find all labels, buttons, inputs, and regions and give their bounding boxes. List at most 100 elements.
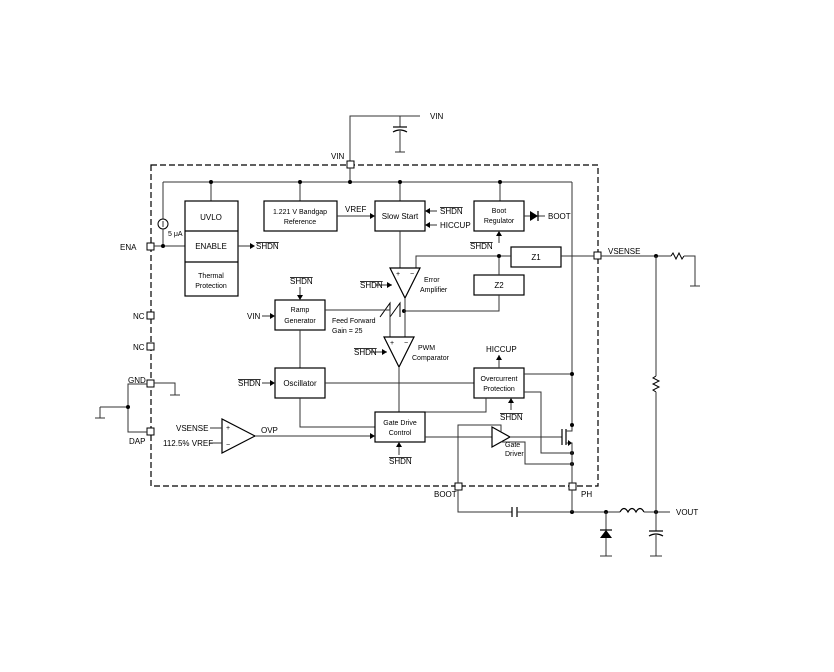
- ph-pin: [568, 482, 577, 491]
- arrow-icon: [250, 243, 255, 249]
- ovp-comparator: [221, 418, 257, 454]
- current-5ua-label: 5 μA: [168, 231, 183, 238]
- ph-pin-label: PH: [581, 490, 592, 499]
- ocp-shdn-label: SHDN: [500, 413, 523, 422]
- ovp-plus: +: [226, 425, 230, 432]
- thermal-label-2: Protection: [195, 283, 227, 290]
- arrow-icon: [370, 213, 375, 219]
- arrow-icon: [496, 231, 502, 236]
- boot-reg-label-2: Regulator: [484, 218, 515, 225]
- bandgap-label-2: Reference: [284, 219, 316, 226]
- boot-pin-label: BOOT: [434, 490, 457, 499]
- nc-pin-2: [146, 342, 155, 351]
- arrow-icon: [425, 222, 430, 228]
- vin-ext-label: VIN: [430, 112, 444, 121]
- vref-label: VREF: [345, 205, 366, 214]
- arrow-icon: [496, 355, 502, 360]
- vsense-pin: [593, 251, 602, 260]
- z1-label: Z1: [531, 253, 541, 262]
- pwm-minus: −: [404, 340, 408, 347]
- arrow-icon: [370, 433, 375, 439]
- arrow-icon: [297, 295, 303, 300]
- gain-label: Gain = 25: [332, 328, 363, 335]
- vin-pin: [346, 160, 355, 169]
- boot-pin: [454, 482, 463, 491]
- nc-pin-1-label: NC: [133, 312, 145, 321]
- overcurrent-label-1: Overcurrent: [481, 376, 518, 383]
- hiccup-label: HICCUP: [440, 221, 471, 230]
- mosfet-icon: [561, 425, 573, 483]
- error-amplifier: [389, 267, 421, 300]
- oscillator-label: Oscillator: [283, 379, 317, 388]
- vsense-pin-label: VSENSE: [608, 247, 640, 256]
- arrow-icon: [270, 313, 275, 319]
- ena-pin: [146, 242, 155, 251]
- thermal-label-1: Thermal: [198, 273, 224, 280]
- vout-label: VOUT: [676, 508, 698, 517]
- gnd-pin-label: GND: [128, 376, 146, 385]
- vin-supply: [349, 115, 420, 162]
- nc-pin-2-label: NC: [133, 343, 145, 352]
- gate-shdn-label: SHDN: [389, 457, 412, 466]
- slowstart-shdn-label: SHDN: [440, 207, 463, 216]
- gate-ctrl-label-2: Control: [389, 430, 412, 437]
- arrow-icon: [425, 208, 430, 214]
- pwm-plus: +: [390, 340, 394, 347]
- bootreg-shdn-label: SHDN: [470, 242, 493, 251]
- boot-regulator-block: [473, 200, 525, 232]
- ramp-label-2: Generator: [284, 318, 316, 325]
- gate-drv-label-2: Driver: [505, 451, 524, 458]
- arrow-icon: [387, 282, 392, 288]
- ramp-generator-block: [274, 299, 326, 331]
- hiccup-top-label: HICCUP: [486, 345, 517, 354]
- diode-icon: [530, 211, 538, 221]
- vin-pin-label: VIN: [331, 152, 345, 161]
- overcurrent-protection-block: [473, 367, 525, 399]
- pwm-comparator: [383, 336, 415, 369]
- osc-shdn-label: SHDN: [238, 379, 261, 388]
- arrow-icon: [508, 398, 514, 403]
- ovp-minus: −: [226, 442, 230, 449]
- ovp-vref-label: 112.5% VREF: [163, 439, 213, 448]
- feed-forward-label: Feed Forward: [332, 318, 376, 325]
- enable-label: ENABLE: [195, 242, 227, 251]
- ground-network: [95, 382, 180, 433]
- bandgap-block: [263, 200, 338, 232]
- gate-drv-label-1: Gate: [505, 442, 520, 449]
- uvlo-enable-thermal-block: [184, 200, 239, 297]
- ramp-label-1: Ramp: [291, 307, 310, 314]
- error-amp-label-1: Error: [424, 277, 440, 284]
- uvlo-label: UVLO: [200, 213, 222, 222]
- pwm-shdn-label: SHDN: [354, 348, 377, 357]
- nc-pin-1: [146, 311, 155, 320]
- dap-pin-label: DAP: [129, 437, 145, 446]
- erramp-plus: +: [396, 271, 400, 278]
- internal-vin-rail: [162, 168, 573, 425]
- oscillator-block: [274, 367, 326, 399]
- ovp-vsense-label: VSENSE: [176, 424, 208, 433]
- z2-label: Z2: [494, 281, 504, 290]
- ramp-vin-label: VIN: [247, 312, 261, 321]
- gate-drive-control-block: [374, 411, 426, 443]
- arrow-icon: [396, 442, 402, 447]
- feedback-network: [402, 254, 594, 313]
- error-amp-label-2: Amplifier: [420, 287, 448, 294]
- output-stage: [457, 251, 700, 557]
- ramp-shdn-label: SHDN: [290, 277, 313, 286]
- overcurrent-label-2: Protection: [483, 386, 515, 393]
- boot-out-label: BOOT: [548, 212, 571, 221]
- bandgap-label-1: 1.221 V Bandgap: [273, 209, 327, 216]
- enable-shdn-label: SHDN: [256, 242, 279, 251]
- pwm-label-2: Comparator: [412, 355, 450, 362]
- slow-start-label: Slow Start: [382, 212, 419, 221]
- ic-boundary: [150, 164, 599, 487]
- arrow-icon: [382, 349, 387, 355]
- gate-ctrl-label-1: Gate Drive: [383, 420, 417, 427]
- z1-block: [510, 246, 562, 268]
- boot-reg-label-1: Boot: [492, 208, 506, 215]
- arrow-icon: [270, 380, 275, 386]
- ena-pin-label: ENA: [120, 243, 137, 252]
- erramp-shdn-label: SHDN: [360, 281, 383, 290]
- pwm-label-1: PWM: [418, 345, 435, 352]
